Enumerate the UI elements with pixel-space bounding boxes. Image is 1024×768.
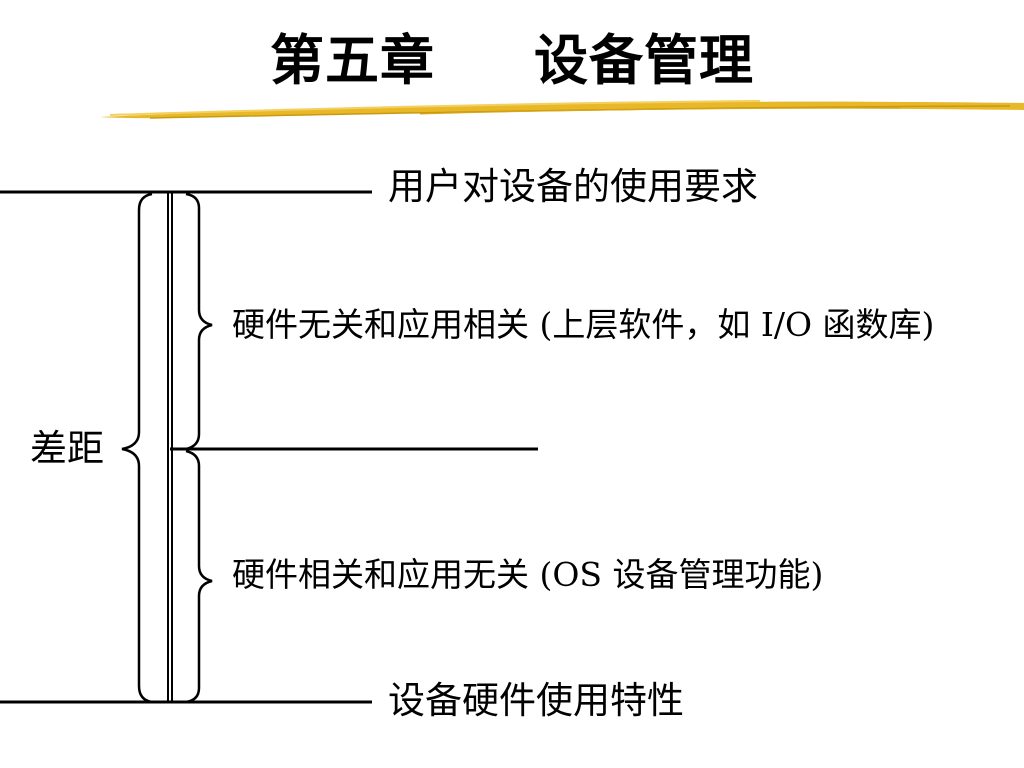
title-underline-stroke	[100, 100, 1024, 119]
lower-brace	[185, 449, 213, 704]
lower-layer-label: 硬件相关和应用无关 (OS 设备管理功能)	[232, 555, 824, 594]
slide-title: 第五章 设备管理	[270, 29, 754, 92]
upper-brace	[185, 192, 213, 451]
user-requirement-label: 用户对设备的使用要求	[388, 165, 758, 208]
hardware-characteristics-label: 设备硬件使用特性	[388, 679, 684, 722]
gap-label: 差距	[30, 427, 104, 470]
gap-brace	[121, 192, 153, 704]
upper-layer-label: 硬件无关和应用相关 (上层软件，如 I/O 函数库)	[232, 305, 935, 344]
